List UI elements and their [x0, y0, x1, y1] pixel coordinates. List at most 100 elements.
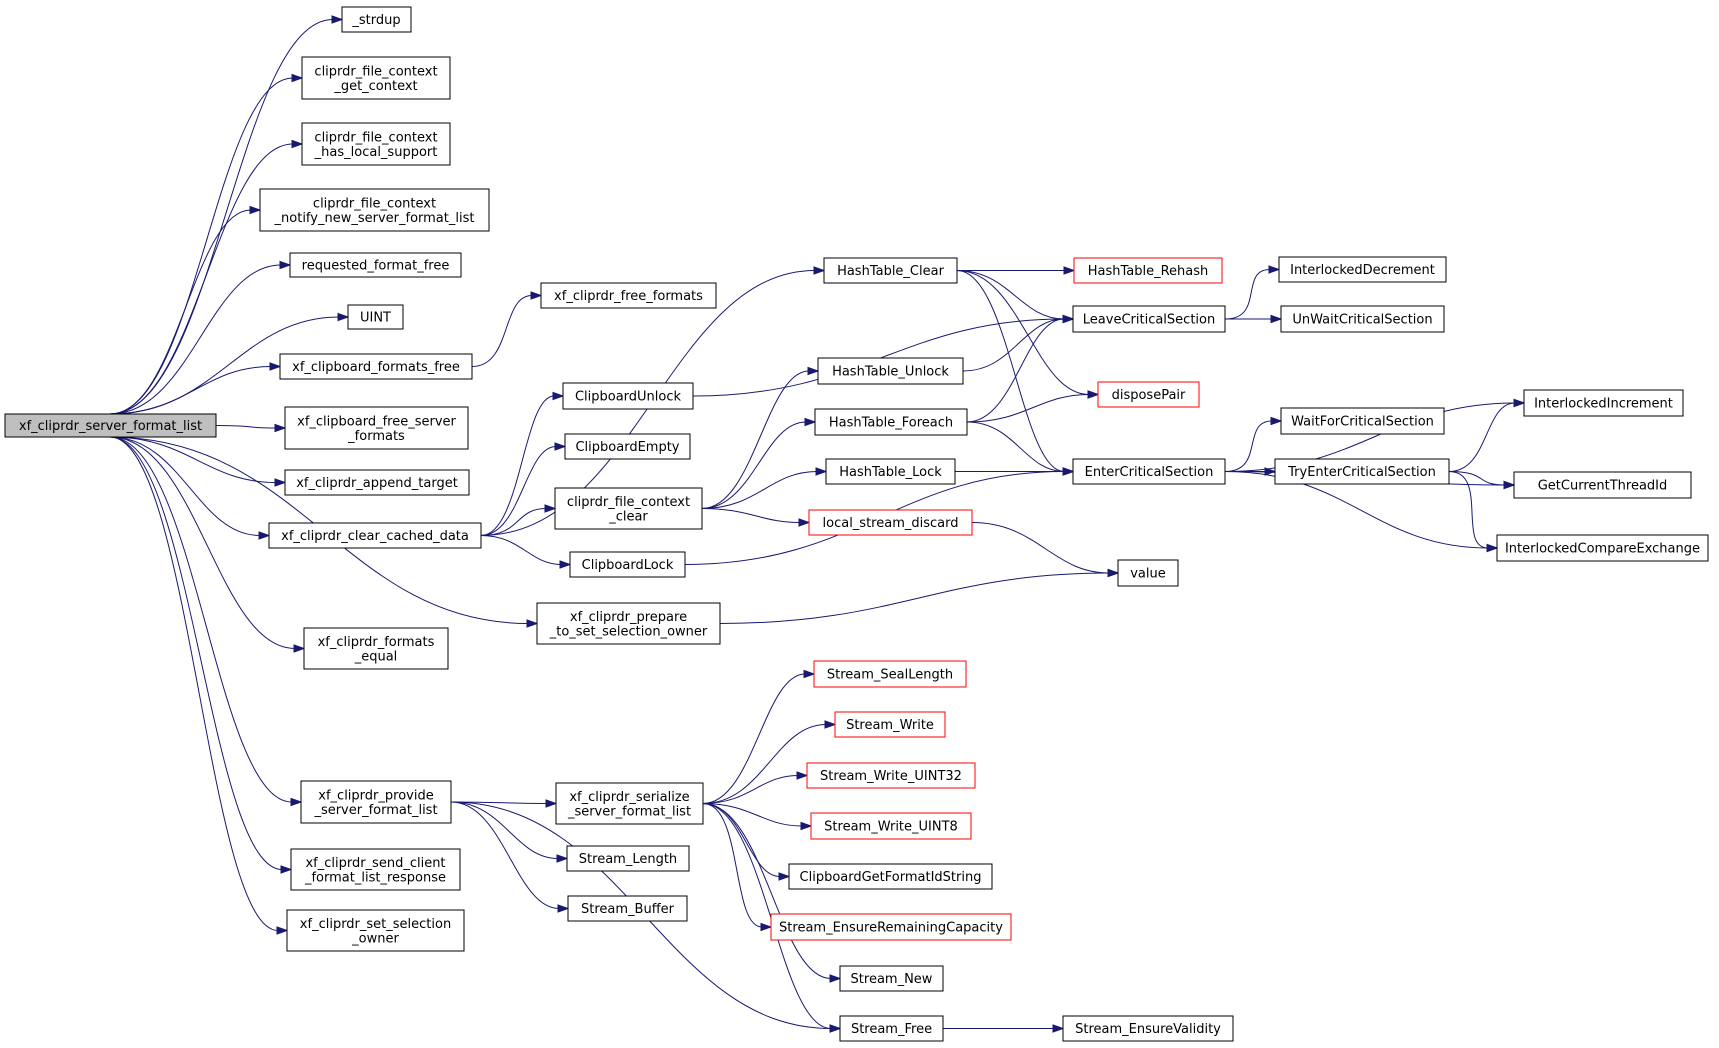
- node-stream-ensurevalidity[interactable]: Stream_EnsureValidity: [1062, 1015, 1234, 1042]
- node-cliprdr-file-context-has-local-support[interactable]: cliprdr_file_context_has_local_support: [301, 122, 451, 166]
- node-xf-cliprdr-prepare-to-set-selection-owner[interactable]: xf_cliprdr_prepare_to_set_selection_owne…: [536, 602, 721, 645]
- edge-clear_cached-to-cb_empty: [480, 446, 557, 536]
- node-label: Stream_Write: [846, 718, 934, 733]
- node-stream-write-uint8[interactable]: Stream_Write_UINT8: [810, 812, 972, 840]
- node-label: xf_cliprdr_send_client: [305, 856, 445, 871]
- node-hashtable-lock[interactable]: HashTable_Lock: [825, 458, 956, 485]
- node-getcurrentthreadid[interactable]: GetCurrentThreadId: [1513, 471, 1692, 499]
- arrowhead-cb_formats_free: [269, 362, 282, 371]
- node-hashtable-rehash[interactable]: HashTable_Rehash: [1073, 257, 1223, 284]
- node-cliprdr-file-context-clear[interactable]: cliprdr_file_context_clear: [554, 487, 703, 530]
- node-label: UnWaitCriticalSection: [1292, 313, 1432, 328]
- arrowhead-ht_unlock: [807, 366, 820, 376]
- node-interlockedcompareexchange[interactable]: InterlockedCompareExchange: [1496, 534, 1709, 562]
- node-disposepair[interactable]: disposePair: [1097, 381, 1200, 408]
- node-interlockedincrement[interactable]: InterlockedIncrement: [1523, 389, 1684, 417]
- arrowhead-provide: [290, 797, 303, 807]
- node-label: InterlockedIncrement: [1534, 397, 1673, 412]
- node-xf-clipboard-free-server-formats[interactable]: xf_clipboard_free_server_formats: [284, 406, 469, 450]
- node-label: cliprdr_file_context: [313, 196, 436, 211]
- node-label: _owner: [351, 931, 399, 946]
- function-nodes: xf_cliprdr_server_format_list _strdupclip…: [4, 6, 1709, 1042]
- node-stream-seallength[interactable]: Stream_SealLength: [813, 660, 967, 688]
- node-label: HashTable_Rehash: [1088, 264, 1209, 279]
- node-label: _to_set_selection_owner: [549, 624, 708, 639]
- node-xf-cliprdr-clear-cached-data[interactable]: xf_cliprdr_clear_cached_data: [268, 522, 482, 549]
- node-stream-ensureremainingcapacity[interactable]: Stream_EnsureRemainingCapacity: [770, 913, 1012, 941]
- node-box: [806, 762, 976, 789]
- edge-root-to-req_free: [109, 264, 282, 415]
- node-box: [286, 909, 465, 952]
- node-requested-format-free[interactable]: requested_format_free: [289, 252, 462, 278]
- node-hashtable-clear[interactable]: HashTable_Clear: [823, 257, 958, 284]
- node-clipboardunlock[interactable]: ClipboardUnlock: [562, 382, 694, 410]
- node-clipboardgetformatidstring[interactable]: ClipboardGetFormatIdString: [788, 863, 993, 890]
- node-box: [1280, 407, 1445, 435]
- node-leavecriticalsection[interactable]: LeaveCriticalSection: [1072, 305, 1226, 333]
- node-value[interactable]: value: [1117, 559, 1179, 587]
- node-xf-cliprdr-serialize-server-format-list[interactable]: xf_cliprdr_serialize_server_format_list: [555, 782, 704, 825]
- node-interlockeddecrement[interactable]: InterlockedDecrement: [1278, 256, 1447, 283]
- node-local-stream-discard[interactable]: local_stream_discard: [808, 509, 973, 536]
- node-label: _get_context: [333, 79, 417, 94]
- node-hashtable-foreach[interactable]: HashTable_Foreach: [814, 408, 968, 436]
- node-clipboardempty[interactable]: ClipboardEmpty: [564, 433, 691, 460]
- node-xf-cliprdr-free-formats[interactable]: xf_cliprdr_free_formats: [540, 282, 717, 309]
- edge-root-to-fc_get: [109, 77, 294, 415]
- node-box: [1097, 381, 1200, 408]
- node-xf-cliprdr-formats-equal[interactable]: xf_cliprdr_formats_equal: [303, 627, 449, 670]
- node-box: [1073, 257, 1223, 284]
- arrowhead-formats_equal: [293, 644, 306, 653]
- arrowhead-get_tid: [1503, 480, 1516, 490]
- arrowhead-clear_cached: [258, 531, 271, 540]
- node-uint[interactable]: UINT: [347, 304, 404, 330]
- node-label: ClipboardLock: [582, 558, 674, 573]
- node-stream-new[interactable]: Stream_New: [839, 965, 944, 992]
- node-label: WaitForCriticalSection: [1291, 415, 1434, 430]
- edge-cb_formats_free-to-free_formats: [471, 295, 533, 367]
- node-entercriticalsection[interactable]: EnterCriticalSection: [1072, 458, 1226, 485]
- edge-enter_cs-to-il_cmpx: [1224, 471, 1489, 549]
- edge-fc_clear-to-lsd: [701, 508, 801, 523]
- node-box: [569, 551, 686, 578]
- arrowhead-s_seal: [803, 669, 816, 679]
- node-xf-cliprdr-append-target[interactable]: xf_cliprdr_append_target: [284, 469, 470, 496]
- node-stream-length[interactable]: Stream_Length: [566, 845, 690, 872]
- node-xf-clipboard-formats-free[interactable]: xf_clipboard_formats_free: [279, 353, 473, 380]
- node-box: [567, 895, 688, 922]
- node-label: _formats: [347, 429, 405, 444]
- node-clipboardlock[interactable]: ClipboardLock: [569, 551, 686, 578]
- node-label: _server_format_list: [567, 804, 691, 819]
- edge-lsd-to-value: [971, 522, 1110, 574]
- node-label: xf_cliprdr_clear_cached_data: [281, 529, 469, 544]
- node-xf-cliprdr-provide-server-format-list[interactable]: xf_cliprdr_provide_server_format_list: [300, 780, 452, 824]
- node-label: Stream_Free: [851, 1022, 932, 1037]
- arrowhead-ht_clear: [813, 266, 826, 275]
- node-unwaitcriticalsection[interactable]: UnWaitCriticalSection: [1280, 305, 1445, 333]
- node-waitforcriticalsection[interactable]: WaitForCriticalSection: [1280, 407, 1445, 435]
- node-xf-cliprdr-send-client-format-list-response[interactable]: xf_cliprdr_send_client_format_list_respo…: [290, 848, 461, 891]
- node-stream-free[interactable]: Stream_Free: [839, 1015, 944, 1042]
- node-stream-write[interactable]: Stream_Write: [834, 711, 946, 738]
- arrowhead-serialize: [545, 799, 558, 808]
- arrowhead-lsd: [798, 518, 811, 527]
- node-xf-cliprdr-set-selection-owner[interactable]: xf_cliprdr_set_selection_owner: [286, 909, 465, 952]
- arrowhead-cb_free_server: [274, 423, 287, 433]
- node-cliprdr-file-context-get-context[interactable]: cliprdr_file_context_get_context: [301, 56, 451, 100]
- edge-root-to-clear_cached: [109, 436, 261, 536]
- node-label: HashTable_Foreach: [829, 416, 953, 431]
- node-label: _server_format_list: [313, 803, 437, 818]
- arrowhead-set_owner: [276, 926, 289, 935]
- node-xf-cliprdr-server-format-list[interactable]: xf_cliprdr_server_format_list: [4, 413, 217, 438]
- edge-root-to-cb_free_server: [215, 425, 277, 429]
- node-stream-buffer[interactable]: Stream_Buffer: [567, 895, 688, 922]
- edge-ht_unlock-to-leave_cs: [962, 318, 1065, 372]
- node-tryentercriticalsection[interactable]: TryEnterCriticalSection: [1274, 458, 1450, 485]
- node-stream-write-uint32[interactable]: Stream_Write_UINT32: [806, 762, 976, 789]
- arrowhead-prepare: [526, 619, 539, 628]
- node-label: xf_cliprdr_provide: [318, 788, 433, 803]
- node-box: [813, 660, 967, 688]
- node-cliprdr-file-context-notify-new-server-format-list[interactable]: cliprdr_file_context_notify_new_server_f…: [259, 188, 490, 232]
- node-strdup[interactable]: _strdup: [341, 6, 412, 33]
- node-hashtable-unlock[interactable]: HashTable_Unlock: [817, 357, 964, 385]
